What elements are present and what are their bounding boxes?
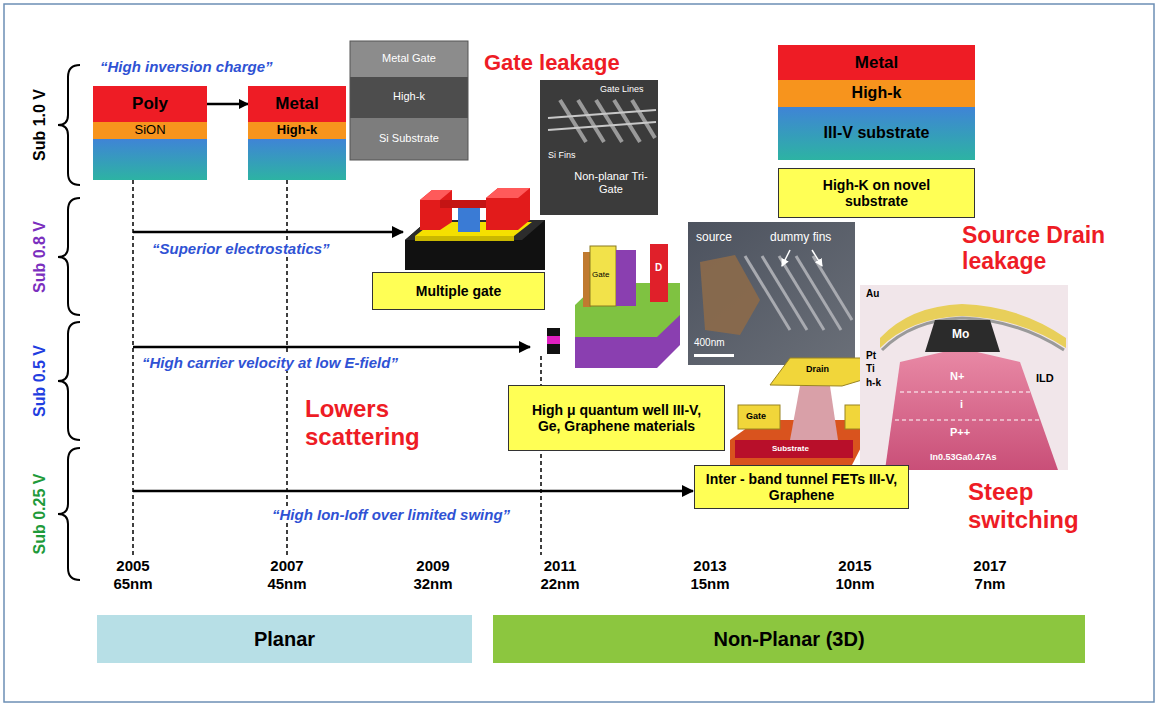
axis-label: 22nm — [520, 575, 600, 592]
axis-label: 7nm — [950, 575, 1030, 592]
frame — [4, 4, 1154, 702]
brackets — [58, 65, 80, 580]
gate-layer: Poly — [93, 86, 207, 122]
problem-label: Lowers scattering — [305, 395, 465, 450]
timeline-arrows — [133, 232, 693, 491]
box-text: Non-Planar (3D) — [713, 628, 864, 651]
box-text: High-K on novel substrate — [802, 177, 952, 209]
dielectric-layer: High-k — [778, 80, 975, 107]
photo-label: Si Fins — [546, 150, 578, 160]
axis-label: 65nm — [93, 575, 173, 592]
axis-label: 45nm — [247, 575, 327, 592]
benefit-quote: “Superior electrostatics” — [150, 240, 332, 257]
scale-label: 400nm — [694, 337, 725, 349]
box-text: High-k — [277, 123, 317, 138]
axis-label: 2009 — [393, 557, 473, 574]
problem-label: Source Drain leakage — [962, 222, 1152, 275]
problem-label: Steep switching — [968, 478, 1118, 533]
photo-label: Mo — [952, 328, 969, 342]
photo-label: N+ — [950, 370, 964, 383]
device-label: Gate — [592, 270, 609, 279]
axis-label: 2007 — [247, 557, 327, 574]
photo-label: Si Substrate — [350, 132, 468, 145]
box-text: Poly — [132, 94, 168, 114]
caption-box: High μ quantum well III-V, Ge, Graphene … — [508, 385, 725, 451]
axis-label: 32nm — [393, 575, 473, 592]
dielectric-layer: SiON — [93, 122, 207, 139]
device-label: Drain — [806, 364, 829, 374]
photo-label: Au — [866, 288, 879, 300]
benefit-quote: “High carrier velocity at low E-field” — [140, 354, 400, 371]
voltage-label: Sub 1.0 V — [31, 89, 49, 161]
tunnel-fet-tem — [860, 285, 1068, 470]
year-lines — [133, 180, 541, 555]
dummy-fin-sem — [688, 222, 855, 365]
benefit-quote: “High Ion-Ioff over limited swing” — [270, 506, 512, 523]
box-text: Metal — [855, 53, 898, 73]
caption-box: High-K on novel substrate — [778, 168, 975, 218]
device-label: Substrate — [772, 444, 809, 453]
axis-label: 15nm — [670, 575, 750, 592]
caption-box: Multiple gate — [372, 272, 545, 310]
box-text: Metal — [275, 94, 318, 114]
box-text: Inter - band tunnel FETs III-V, Graphene — [699, 471, 904, 503]
voltage-label: Sub 0.5 V — [31, 345, 49, 417]
photo-label: i — [960, 398, 963, 411]
photo-label: source — [696, 231, 732, 245]
era-band: Non-Planar (3D) — [493, 615, 1085, 663]
substrate-layer — [93, 139, 207, 180]
dielectric-layer: High-k — [248, 122, 346, 139]
multigate-device — [405, 188, 545, 270]
tunnel-fet-device — [730, 358, 875, 465]
photo-label: dummy fins — [770, 231, 831, 245]
problem-label: Gate leakage — [484, 50, 620, 75]
gate-layer: Metal — [248, 86, 346, 122]
photo-label: Non-planar Tri-Gate — [568, 170, 654, 195]
photo-label: Gate Lines — [598, 84, 646, 94]
axis-label: 2017 — [950, 557, 1030, 574]
photo-label: P++ — [950, 426, 970, 439]
photo-label: Ti — [866, 363, 875, 375]
box-text: Multiple gate — [416, 283, 502, 299]
box-text: High μ quantum well III-V, Ge, Graphene … — [527, 402, 707, 434]
device-label: Gate — [746, 411, 766, 421]
axis-label: 2011 — [520, 557, 600, 574]
trigate-sem — [540, 80, 658, 215]
photo-label: High-k — [350, 90, 468, 103]
voltage-label: Sub 0.8 V — [31, 221, 49, 293]
substrate-layer — [248, 139, 346, 180]
quantum-well-device — [575, 244, 680, 368]
gate-layer: Metal — [778, 45, 975, 80]
photo-label: In0.53Ga0.47As — [930, 452, 997, 462]
box-text: High-k — [852, 84, 902, 102]
substrate-layer: III-V substrate — [778, 107, 975, 160]
layer-stack-icon — [547, 328, 560, 354]
box-text: III-V substrate — [824, 124, 930, 142]
photo-label: ILD — [1036, 372, 1054, 385]
connector-arrow — [207, 103, 248, 106]
caption-box: Inter - band tunnel FETs III-V, Graphene — [694, 465, 909, 509]
photo-label: h-k — [866, 377, 881, 389]
voltage-label: Sub 0.25 V — [31, 474, 49, 555]
tem-photo — [350, 41, 468, 160]
axis-label: 2005 — [93, 557, 173, 574]
box-text: SiON — [134, 123, 165, 138]
axis-label: 2013 — [670, 557, 750, 574]
axis-label: 10nm — [815, 575, 895, 592]
box-text: Planar — [254, 628, 315, 651]
era-band: Planar — [97, 615, 472, 663]
benefit-quote: “High inversion charge” — [100, 58, 273, 75]
photo-label: Pt — [866, 350, 876, 362]
axis-label: 2015 — [815, 557, 895, 574]
device-label: D — [655, 262, 662, 274]
photo-label: Metal Gate — [350, 52, 468, 65]
